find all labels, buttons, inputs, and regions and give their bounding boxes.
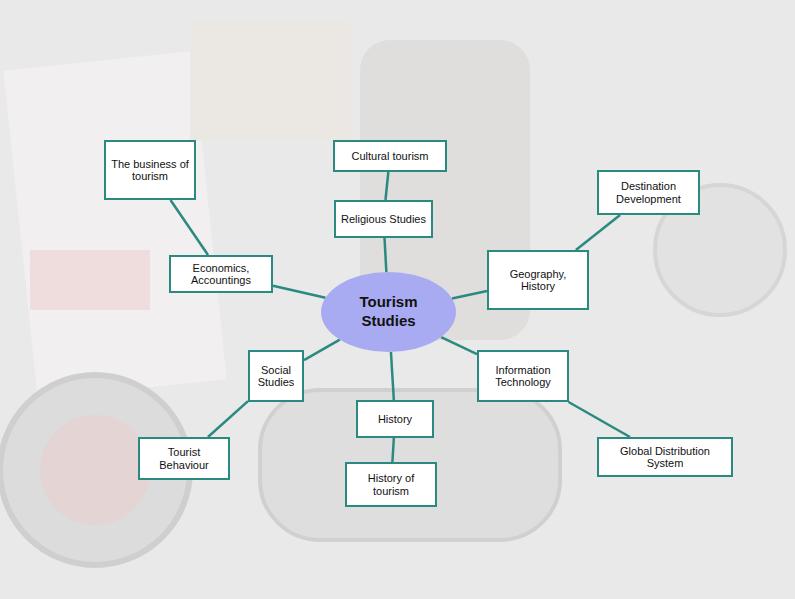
topic-label: Economics, Accountings [172, 262, 270, 286]
topic-label: Geography, History [490, 268, 586, 292]
topic-box: The business of tourism [104, 140, 196, 200]
topic-label: History of tourism [348, 472, 434, 496]
connector-line [391, 352, 394, 400]
topic-box: Global Distribution System [597, 437, 733, 477]
topic-label: Religious Studies [338, 213, 429, 225]
topic-label: Global Distribution System [600, 445, 730, 469]
connector-line [392, 438, 393, 462]
connector-line [385, 238, 387, 272]
topic-box: Destination Development [597, 170, 700, 215]
topic-box: Religious Studies [334, 200, 433, 238]
topic-label: Cultural tourism [348, 150, 431, 162]
topic-box: History [356, 400, 434, 438]
connector-line [569, 402, 630, 437]
center-title: Tourism Studies [344, 293, 434, 331]
connector-line [304, 340, 340, 360]
topic-box: Information Technology [477, 350, 569, 402]
topic-box: Tourist Behaviour [138, 437, 230, 480]
topic-label: Information Technology [480, 364, 566, 388]
connector-line [273, 286, 325, 298]
connector-line [385, 172, 388, 200]
connector-line [170, 200, 208, 255]
topic-box: Economics, Accountings [169, 255, 273, 293]
topic-label: Tourist Behaviour [141, 446, 227, 470]
connector-line [576, 215, 620, 250]
topic-box: Cultural tourism [333, 140, 447, 172]
topic-label: Social Studies [251, 364, 301, 388]
connector-line [441, 337, 477, 354]
topic-box: History of tourism [345, 462, 437, 507]
connector-line [208, 401, 248, 437]
topic-box: Geography, History [487, 250, 589, 310]
topic-label: The business of tourism [107, 158, 193, 182]
connector-line [452, 291, 487, 298]
topic-label: Destination Development [600, 180, 697, 204]
topic-label: History [375, 413, 415, 425]
topic-box: Social Studies [248, 350, 304, 402]
center-ellipse: Tourism Studies [321, 272, 456, 352]
